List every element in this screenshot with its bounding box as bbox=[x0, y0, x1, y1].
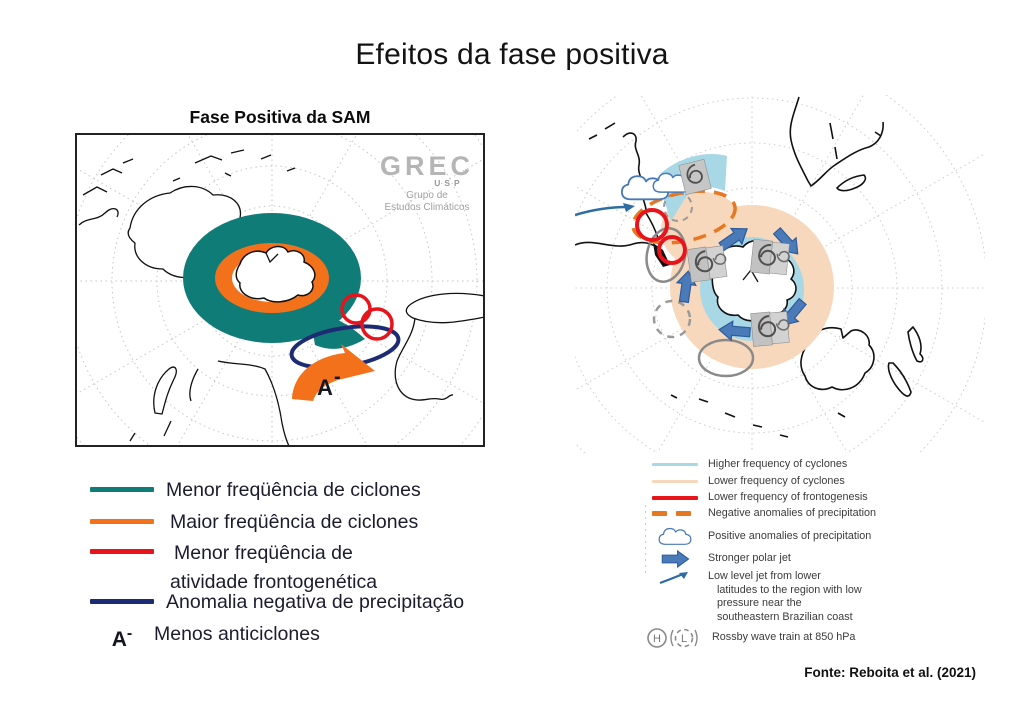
logo-sub2: Estudos Climáticos bbox=[384, 202, 469, 213]
legend-label: Stronger polar jet bbox=[708, 552, 791, 564]
anticyclone-label-sup: - bbox=[334, 366, 341, 388]
reboita-schematic-map bbox=[575, 95, 985, 453]
legend-label: Negative anomalies of precipitation bbox=[708, 507, 877, 519]
legend-item: Maior freqüência de ciclones bbox=[90, 509, 418, 535]
legend-label: Lower frequency of cyclones bbox=[708, 475, 845, 487]
legend-label: Anomalia negativa de precipitação bbox=[166, 591, 465, 613]
negative-precip-ellipse bbox=[631, 189, 737, 245]
legend-label: Menor freqüência de ciclones bbox=[166, 479, 421, 501]
source-citation: Fonte: Reboita et al. (2021) bbox=[804, 665, 976, 680]
legend-anticyclone-symbol: A- bbox=[111, 625, 133, 651]
legend-swatch-orange-dashed bbox=[652, 511, 698, 516]
low-level-jet-arrow bbox=[575, 203, 635, 217]
legend-swatch-red bbox=[652, 496, 698, 500]
legend-item: Higher frequency of cyclones bbox=[652, 458, 847, 472]
legend-item: A- Menos anticiclones bbox=[90, 621, 320, 653]
graticule-tick bbox=[645, 505, 646, 577]
logo-sub1: Grupo de bbox=[406, 190, 448, 201]
legend-label: Maior freqüência de ciclones bbox=[170, 511, 419, 533]
grec-usp-logo: GREC USP Grupo de Estudos Climáticos bbox=[380, 151, 474, 213]
legend-item: Low level jet from lower latitudes to th… bbox=[652, 570, 862, 624]
svg-text:H: H bbox=[653, 633, 661, 645]
legend-item: Anomalia negativa de precipitação bbox=[90, 589, 464, 615]
legend-label: Positive anomalies of precipitation bbox=[708, 530, 872, 542]
antarctica-outline bbox=[235, 245, 316, 303]
legend-swatch-orange bbox=[90, 519, 154, 524]
legend-item: Stronger polar jet bbox=[652, 550, 791, 568]
anticyclone-arrow: A - bbox=[292, 344, 375, 401]
legend-item: Lower frequency of frontogenesis bbox=[652, 491, 868, 505]
cloud-icon bbox=[652, 527, 698, 547]
legend-swatch-lightblue bbox=[652, 463, 698, 466]
curved-arrow-icon bbox=[652, 570, 698, 586]
legend-swatch-teal bbox=[90, 487, 154, 492]
legend-label: Menor freqüência de bbox=[174, 542, 353, 564]
red-circles bbox=[635, 208, 687, 265]
legend-label: Rossby wave train at 850 hPa bbox=[712, 631, 856, 643]
red-circles bbox=[340, 293, 394, 341]
legend-item: Menor freqüência de ciclones bbox=[90, 477, 421, 503]
legend-label: Higher frequency of cyclones bbox=[708, 458, 848, 470]
legend-label: Menos anticiclones bbox=[154, 623, 320, 645]
block-arrow-icon bbox=[652, 550, 698, 568]
svg-text:L: L bbox=[681, 633, 687, 645]
legend-label: Lower frequency of frontogenesis bbox=[708, 491, 868, 503]
logo-grec: GREC bbox=[380, 151, 474, 181]
rossby-hl-icon: H L bbox=[646, 626, 702, 650]
legend-item: Lower frequency of cyclones bbox=[652, 475, 845, 489]
map-border bbox=[75, 133, 485, 447]
left-map-title: Fase Positiva da SAM bbox=[189, 107, 371, 127]
legend-item: H L Rossby wave train at 850 hPa bbox=[646, 626, 855, 650]
legend-swatch-peach bbox=[652, 480, 698, 483]
rossby-low-dashed-circle bbox=[663, 192, 693, 222]
legend-swatch-navy bbox=[90, 599, 154, 604]
legend-item: Menor freqüência de atividade frontogené… bbox=[90, 539, 377, 597]
legend-item: Positive anomalies of precipitation bbox=[652, 527, 871, 547]
sam-positive-map: A - GREC USP Grupo de Estudos Climáticos bbox=[75, 133, 485, 447]
legend-label: atividade frontogenética bbox=[170, 571, 378, 593]
legend-swatch-red bbox=[90, 549, 154, 554]
anticyclone-label: A bbox=[317, 375, 333, 400]
page-title: Efeitos da fase positiva bbox=[355, 38, 669, 71]
rossby-wave-shapes bbox=[645, 227, 755, 378]
logo-usp: USP bbox=[434, 178, 463, 188]
legend-item: Negative anomalies of precipitation bbox=[652, 507, 876, 521]
legend-label: Low level jet from lower latitudes to th… bbox=[708, 570, 862, 623]
